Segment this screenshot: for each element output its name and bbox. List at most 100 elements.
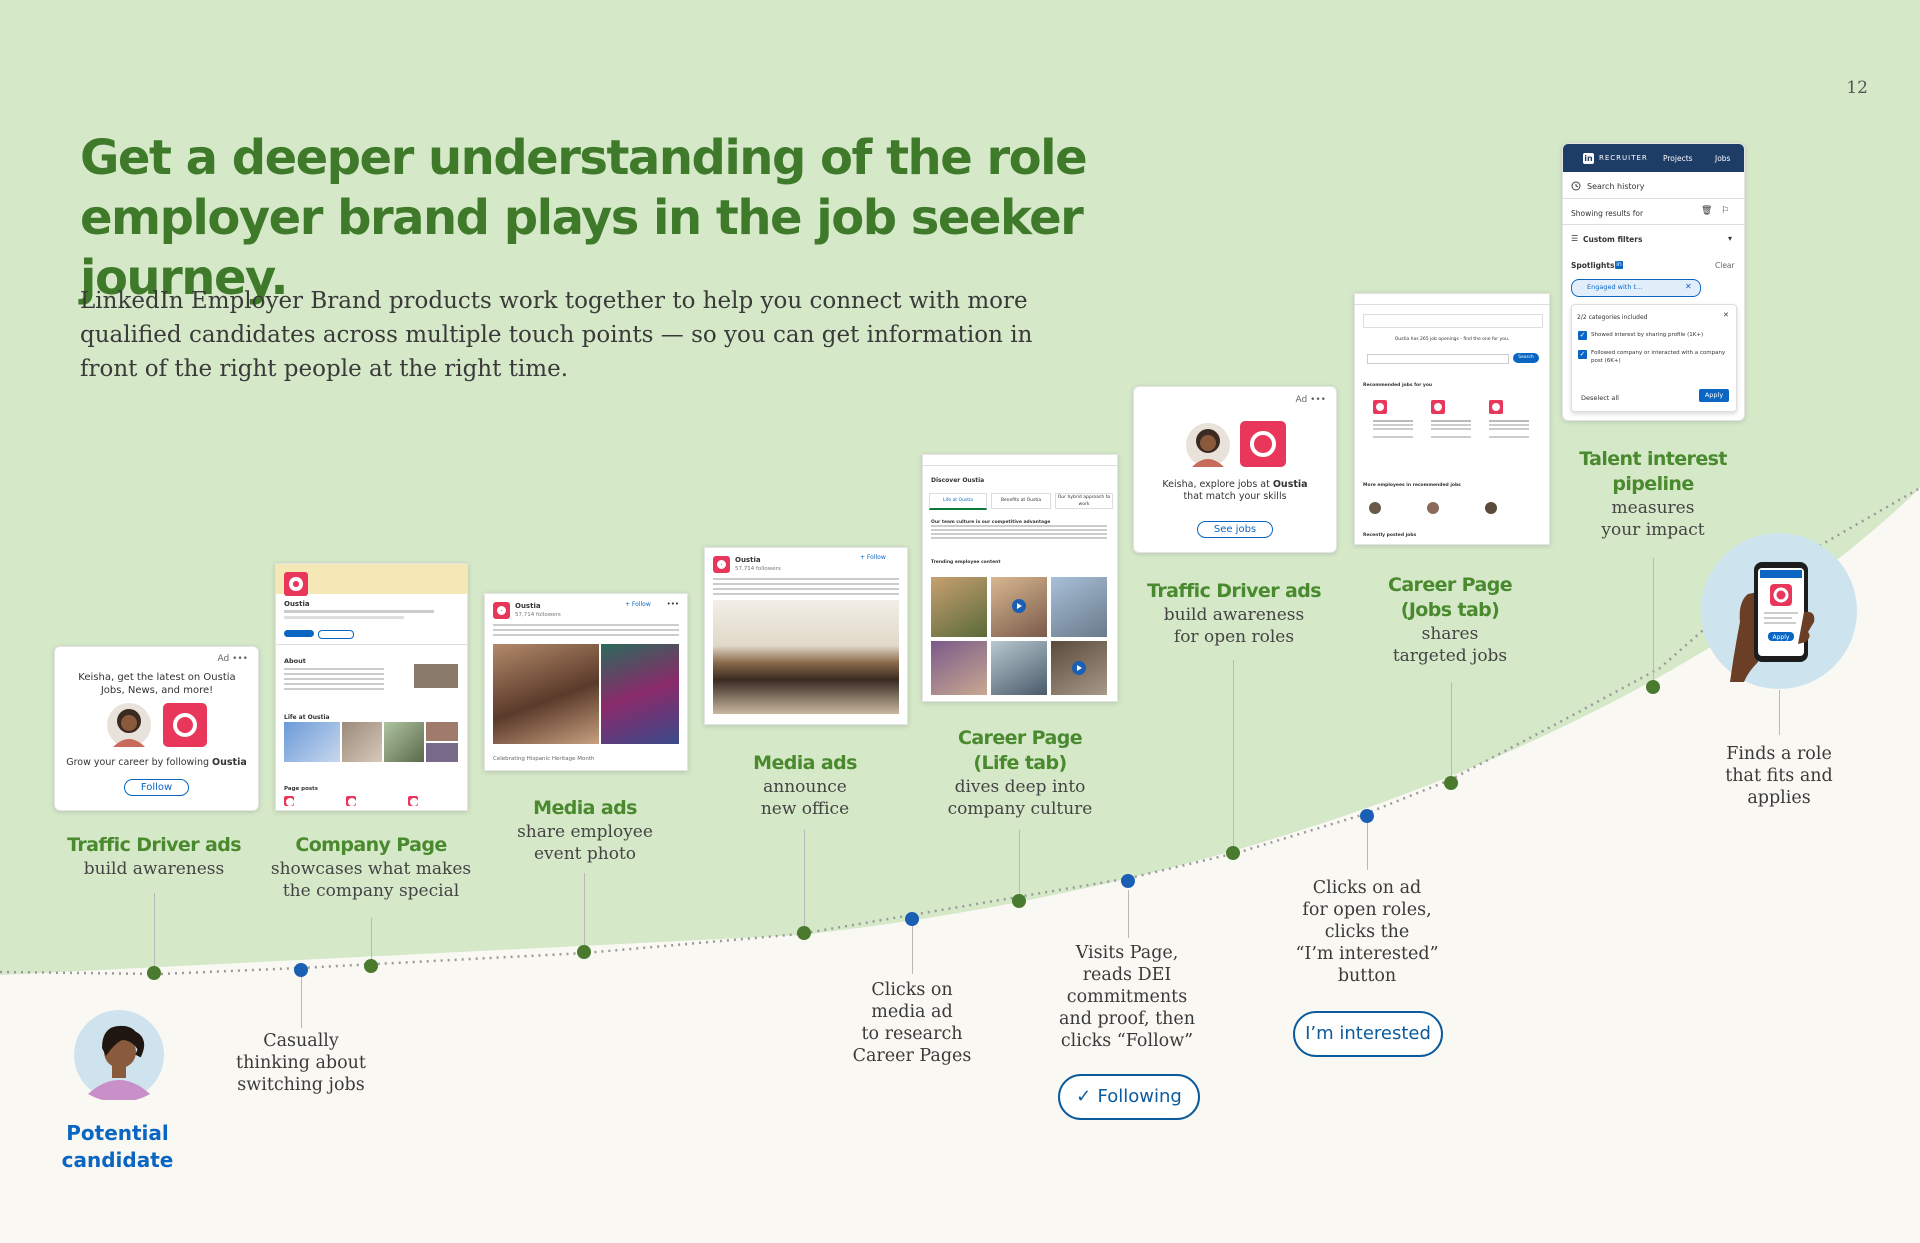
connector-line: [1653, 558, 1654, 686]
media-ad-office-card: Oustia 57,714 followers + Follow: [704, 547, 908, 725]
apply-button[interactable]: Apply: [1699, 389, 1729, 402]
custom-filters[interactable]: Custom filters: [1583, 235, 1643, 244]
bookmark-icon[interactable]: ⚐: [1721, 206, 1730, 216]
office-photo: [713, 600, 899, 714]
hybrid-tab[interactable]: Our hybrid approach to work: [1055, 493, 1113, 509]
stage-label-career-page-life: Career Page (Life tab) dives deep into c…: [920, 726, 1120, 820]
label-line: candidate: [61, 1148, 174, 1172]
chevron-down-icon[interactable]: ▾: [1728, 234, 1733, 243]
nav-projects[interactable]: Projects: [1663, 154, 1693, 163]
action-visits-page: Visits Page, reads DEI commitments and p…: [1032, 942, 1222, 1052]
nav-jobs[interactable]: Jobs: [1715, 154, 1731, 163]
following-button[interactable]: ✓ Following: [1058, 1074, 1200, 1120]
ad-tag: Ad: [1295, 395, 1308, 405]
categories-dropdown: [1571, 304, 1737, 412]
stage-description: showcases what makes: [270, 859, 472, 879]
action-line: Clicks on: [871, 980, 953, 1000]
option-2: Followed company or interacted with a co…: [1591, 350, 1726, 364]
stage-heading: Talent interest: [1579, 448, 1727, 470]
oustia-logo-icon: [1240, 421, 1286, 467]
action-line: that fits and: [1725, 766, 1833, 786]
im-interested-button[interactable]: I’m interested: [1293, 1011, 1443, 1057]
trending-heading: Trending employee content: [931, 560, 1001, 565]
connector-line: [1367, 822, 1368, 870]
action-line: media ad: [871, 1002, 953, 1022]
connector-line: [804, 830, 805, 933]
stage-heading: Traffic Driver ads: [1147, 580, 1321, 602]
stage-description: dives deep into: [954, 777, 1086, 797]
action-line: for open roles,: [1302, 900, 1432, 920]
oustia-logo-icon: [284, 796, 295, 807]
title-line-2: employer brand plays in the job seeker j…: [80, 190, 1084, 306]
action-line: commitments: [1066, 987, 1188, 1007]
action-line: Casually: [263, 1031, 339, 1051]
close-icon[interactable]: ✕: [1723, 311, 1729, 319]
follow-link[interactable]: + Follow: [625, 601, 651, 608]
more-icon[interactable]: •••: [666, 600, 679, 608]
play-icon[interactable]: [1012, 599, 1026, 613]
stage-description: measures: [1611, 498, 1695, 518]
followers-count: 57,714 followers: [515, 612, 561, 618]
title-line-1: Get a deeper understanding of the role: [80, 130, 1088, 186]
follow-link[interactable]: + Follow: [860, 554, 886, 561]
event-photo: [601, 644, 679, 744]
person-photo-icon: [107, 703, 151, 747]
search-button[interactable]: Search: [1513, 353, 1539, 363]
stage-label-media-ads-office: Media ads announce new office: [710, 751, 900, 820]
see-jobs-button[interactable]: See jobs: [1196, 521, 1274, 538]
action-line: thinking about: [236, 1053, 366, 1073]
action-line: Visits Page,: [1075, 943, 1179, 963]
media-ad-event-card: Oustia 57,714 followers + Follow ••• Cel…: [484, 593, 688, 771]
oustia-logo-icon: [163, 703, 207, 747]
action-line: switching jobs: [237, 1075, 365, 1095]
stage-heading: Media ads: [533, 797, 637, 819]
close-icon[interactable]: ✕: [1685, 282, 1692, 291]
connector-line: [912, 922, 913, 974]
follow-button[interactable]: Follow: [123, 779, 190, 796]
stage-heading: Career Page: [957, 727, 1083, 749]
checkbox-checked[interactable]: ✓: [1578, 331, 1587, 340]
connector-line: [1779, 690, 1780, 735]
categories-included: 2/2 categories included: [1577, 314, 1648, 321]
clear-link[interactable]: Clear: [1715, 261, 1735, 270]
life-heading: Life at Oustia: [284, 714, 330, 721]
employee-photo: [991, 641, 1047, 695]
stage-description: share employee: [517, 822, 653, 842]
oustia-logo-icon: [346, 796, 357, 807]
life-tab[interactable]: Life at Oustia: [929, 493, 987, 510]
showing-results: Showing results for: [1571, 209, 1644, 218]
oustia-logo-icon: [493, 602, 510, 619]
spotlights-label: Spotlights: [1571, 261, 1615, 270]
stage-description: your impact: [1601, 520, 1705, 540]
connector-line: [301, 976, 302, 1028]
deselect-all[interactable]: Deselect all: [1581, 394, 1619, 402]
oustia-logo-icon: [1489, 400, 1503, 414]
ad-copy-line1: Keisha, explore jobs at: [1162, 479, 1273, 490]
jobs-headline: Oustia has 265 job openings - find the o…: [1394, 337, 1510, 342]
phone-apply-button[interactable]: Apply: [1772, 634, 1790, 641]
action-line: applies: [1747, 788, 1811, 808]
stage-heading: (Life tab): [973, 752, 1067, 774]
trash-icon[interactable]: 🗑: [1701, 206, 1713, 216]
search-history[interactable]: Search history: [1587, 182, 1645, 191]
employee-photo: [931, 641, 987, 695]
action-finds-role: Finds a role that fits and applies: [1692, 743, 1866, 809]
following-label: Following: [1097, 1086, 1182, 1107]
clock-icon: [1571, 181, 1581, 191]
play-icon[interactable]: [1072, 661, 1086, 675]
checkbox-checked[interactable]: ✓: [1578, 350, 1587, 359]
ad-tag: Ad: [217, 654, 230, 664]
media-caption: Celebrating Hispanic Heritage Month: [493, 756, 595, 762]
stage-description: build awareness: [1163, 605, 1305, 625]
benefits-tab[interactable]: Benefits at Oustia: [991, 493, 1051, 509]
action-line: clicks the: [1324, 922, 1410, 942]
oustia-logo-icon: [284, 572, 308, 596]
action-line: reads DEI: [1082, 965, 1172, 985]
grow-prefix: Grow your career by following: [66, 757, 213, 768]
stage-heading: Media ads: [753, 752, 857, 774]
phone-in-hand-icon: [1701, 533, 1857, 689]
spotlight-chip[interactable]: [1571, 279, 1701, 297]
